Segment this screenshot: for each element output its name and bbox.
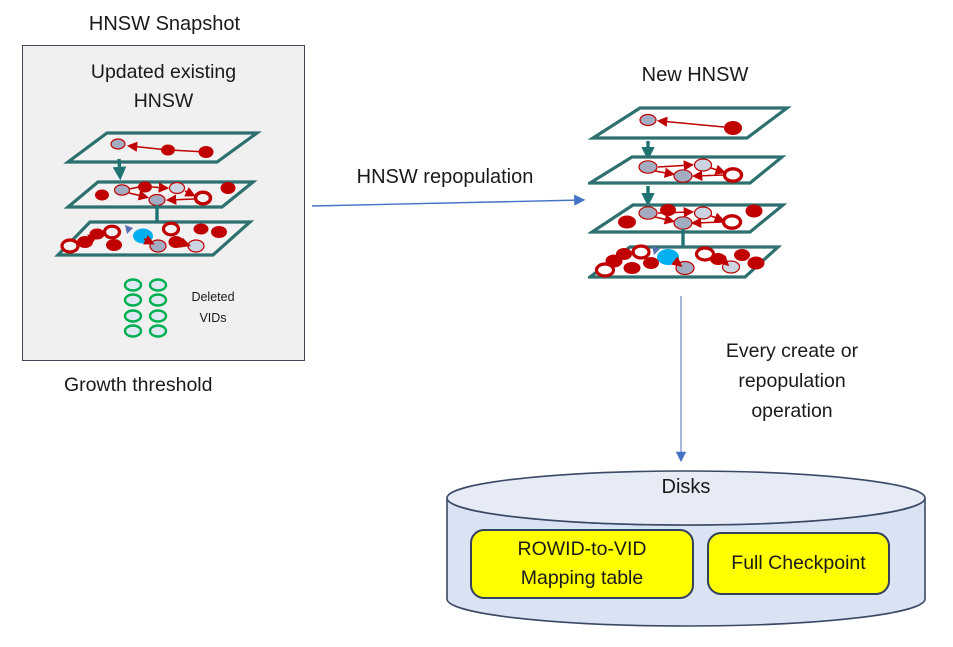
full-checkpoint-box: Full Checkpoint: [707, 532, 890, 595]
hnsw-repopulation-label: HNSW repopulation: [356, 166, 534, 188]
deleted-vids-label: Deleted VIDs: [191, 290, 235, 325]
new-hnsw-layer-1: [588, 106, 792, 140]
updated-existing-label: Updated existing HNSW: [90, 61, 237, 113]
full-checkpoint-label: Full Checkpoint: [731, 551, 866, 574]
disks-title: Disks: [661, 476, 711, 498]
rowid-mapping-label: ROWID-to-VID Mapping table: [517, 537, 647, 589]
new-hnsw-layers-graphic: [588, 106, 792, 279]
new-hnsw-layer-2: [588, 155, 787, 185]
layer-link-arrow: [112, 158, 127, 181]
hnsw-layer-middle: [63, 180, 258, 209]
new-hnsw-layer-3: [588, 203, 788, 234]
snapshot-box: Updated existing HNSW: [22, 45, 305, 361]
growth-threshold-label: Growth threshold: [64, 374, 213, 396]
deleted-vids-icon: [123, 278, 168, 338]
every-create-label: Every create or repopulation operation: [725, 340, 859, 423]
rowid-mapping-box: ROWID-to-VID Mapping table: [470, 529, 694, 599]
hnsw-snapshot-layers-graphic: [54, 131, 262, 257]
new-hnsw-title: New HNSW: [641, 64, 749, 86]
hnsw-snapshot-title: HNSW Snapshot: [88, 13, 241, 35]
repopulation-arrow: [311, 194, 586, 207]
hnsw-layer-bottom: [54, 220, 255, 257]
new-hnsw-layer-4: [588, 244, 783, 279]
hnsw-layer-top: [63, 131, 262, 164]
